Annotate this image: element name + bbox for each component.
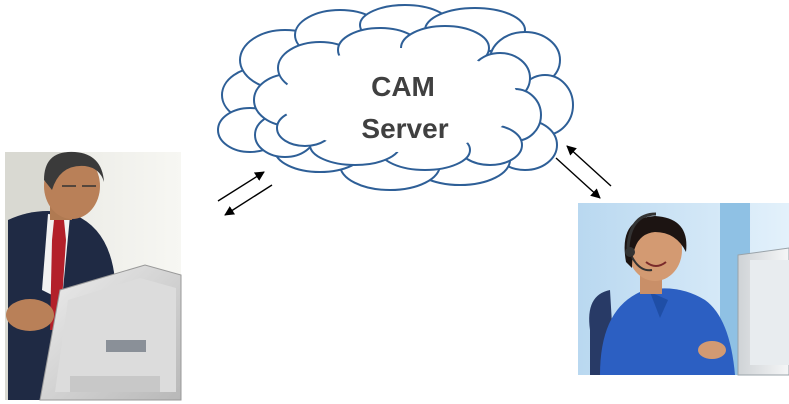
cam-server-cloud [217,4,574,191]
arrow-from-cloud-left [224,184,273,216]
right-arrows [555,145,612,199]
arrow-from-cloud-right [555,157,601,199]
cloud-label-line2: Server [361,113,448,144]
left-arrows [217,171,273,216]
woman-with-headset-photo [578,203,789,376]
arrow-to-cloud-left [217,171,265,202]
man-at-computer-photo [5,151,182,401]
cloud-label-line1: CAM [371,71,435,102]
arrow-to-cloud-right [566,145,612,187]
